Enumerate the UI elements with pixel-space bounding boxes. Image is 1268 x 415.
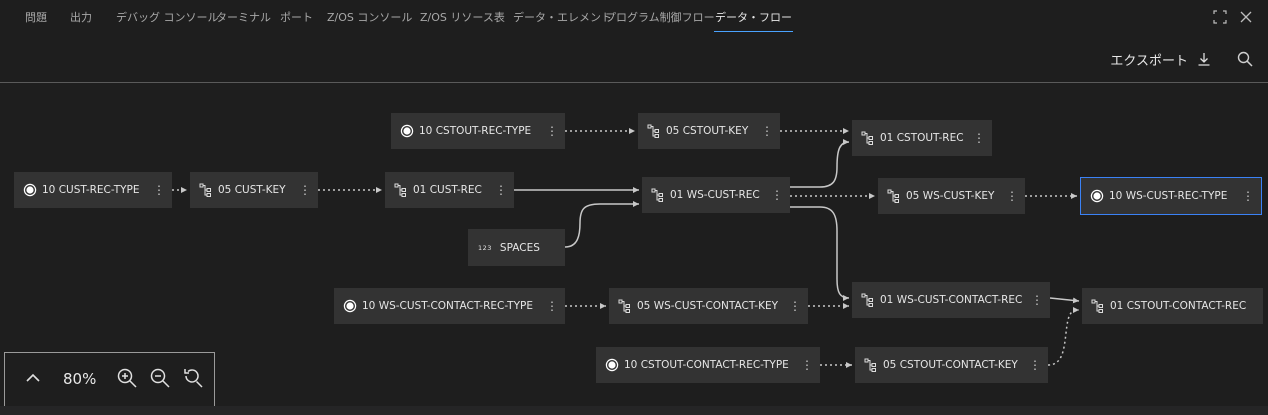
flow-node[interactable]: 01 CSTOUT-CONTACT-REC [1082,288,1263,324]
flow-node[interactable]: 10 WS-CUST-CONTACT-REC-TYPE ⋮ [334,288,565,324]
flow-node[interactable]: 10 CSTOUT-REC-TYPE ⋮ [391,113,565,149]
export-label: エクスポート [1110,53,1188,69]
search-icon[interactable] [1236,50,1254,68]
tree-icon [618,299,630,313]
tab-problems[interactable]: 問題 [25,11,47,24]
tab-debug-console[interactable]: デバッグ コンソール [116,11,219,24]
node-label: 10 CSTOUT-REC-TYPE [419,125,532,137]
edge-n10-n7 [564,201,639,248]
radio-icon [605,358,619,372]
tab-zos-resource-table[interactable]: Z/OS リソース表 [420,11,505,24]
more-options-icon[interactable]: ⋮ [546,124,558,138]
more-options-icon[interactable]: ⋮ [1031,293,1043,307]
zoom-level: 80% [63,370,97,388]
more-options-icon[interactable]: ⋮ [1242,189,1254,203]
zoom-in-icon[interactable] [115,366,139,390]
more-options-icon[interactable]: ⋮ [801,358,813,372]
more-options-icon[interactable]: ⋮ [789,299,801,313]
data-flow-canvas[interactable]: 10 CUST-REC-TYPE ⋮ 05 CUST-KEY ⋮ 01 CUST… [0,83,1268,415]
flow-node[interactable]: 05 CSTOUT-KEY ⋮ [638,113,780,149]
tree-icon [1091,299,1103,313]
flow-node[interactable]: 05 CSTOUT-CONTACT-KEY ⋮ [855,347,1048,383]
edge-n7-n6 [790,139,850,188]
more-options-icon[interactable]: ⋮ [973,131,985,145]
zoom-out-icon[interactable] [148,366,172,390]
edge-n7-n13 [790,206,850,301]
number-icon: 123 [478,243,492,252]
radio-icon [343,299,357,313]
tree-icon [199,183,211,197]
flow-edges [172,128,1080,368]
tree-icon [864,358,876,372]
flow-node[interactable]: 01 CSTOUT-REC ⋮ [852,120,992,156]
node-label: 10 WS-CUST-REC-TYPE [1109,190,1228,202]
tree-icon [861,293,873,307]
node-label: 05 WS-CUST-CONTACT-KEY [637,300,779,312]
flow-node[interactable]: 05 WS-CUST-KEY ⋮ [878,178,1025,214]
node-label: 10 CSTOUT-CONTACT-REC-TYPE [624,359,789,371]
edge-n13-n14 [1049,297,1080,304]
node-label: 01 CUST-REC [413,184,482,196]
tree-icon [647,124,659,138]
tree-icon [651,188,663,202]
more-options-icon[interactable]: ⋮ [153,183,165,197]
flow-node[interactable]: 10 CUST-REC-TYPE ⋮ [14,172,172,208]
more-options-icon[interactable]: ⋮ [495,183,507,197]
node-label: SPACES [499,241,540,254]
more-options-icon[interactable]: ⋮ [546,299,558,313]
node-label: 05 CSTOUT-KEY [666,125,749,137]
export-button[interactable]: エクスポート [1110,36,1212,82]
edge-n16-n14 [1047,307,1080,366]
more-options-icon[interactable]: ⋮ [1006,189,1018,203]
data-flow-toolbar: エクスポート [0,36,1268,83]
node-label: 01 WS-CUST-CONTACT-REC [880,294,1023,306]
node-label: 01 CSTOUT-REC [880,132,964,144]
tab-data-flow[interactable]: データ・フロー [714,0,793,36]
tree-icon [394,183,406,197]
tree-icon [887,189,899,203]
node-label: 10 CUST-REC-TYPE [42,184,140,196]
flow-node[interactable]: 01 WS-CUST-REC ⋮ [642,177,790,213]
flow-node[interactable]: 10 CSTOUT-CONTACT-REC-TYPE ⋮ [596,347,820,383]
tab-terminal[interactable]: ターミナル [216,11,271,24]
radio-icon [1090,189,1104,203]
node-label: 01 WS-CUST-REC [670,189,760,201]
node-label: 05 CUST-KEY [218,184,286,196]
panel-tab-bar: 問題 出力 デバッグ コンソール ターミナル ポート Z/OS コンソール Z/… [0,0,1268,36]
panel-bottom-edge [0,406,1268,415]
close-icon[interactable] [1238,9,1254,25]
node-label: 05 CSTOUT-CONTACT-KEY [883,359,1018,371]
radio-icon [23,183,37,197]
maximize-icon[interactable] [1212,9,1228,25]
flow-node-selected[interactable]: 10 WS-CUST-REC-TYPE ⋮ [1080,177,1262,215]
radio-icon [400,124,414,138]
node-label: 01 CSTOUT-CONTACT-REC [1110,300,1247,312]
zoom-controls: 80% [4,352,215,410]
node-label: 10 WS-CUST-CONTACT-REC-TYPE [362,300,533,312]
download-icon [1198,53,1210,66]
more-options-icon[interactable]: ⋮ [1029,358,1041,372]
tab-program-control-flow[interactable]: プログラム制御フロー [605,11,715,24]
more-options-icon[interactable]: ⋮ [771,188,783,202]
flow-node[interactable]: 123 SPACES [468,229,565,266]
flow-node[interactable]: 01 WS-CUST-CONTACT-REC ⋮ [852,282,1050,318]
tab-data-element[interactable]: データ・エレメント [513,11,612,24]
flow-node[interactable]: 05 CUST-KEY ⋮ [190,172,318,208]
reset-zoom-icon[interactable] [181,366,205,390]
flow-node[interactable]: 05 WS-CUST-CONTACT-KEY ⋮ [609,288,808,324]
flow-node[interactable]: 01 CUST-REC ⋮ [385,172,514,208]
tab-ports[interactable]: ポート [280,11,313,24]
tab-zos-console[interactable]: Z/OS コンソール [327,11,413,24]
tab-output[interactable]: 出力 [70,11,92,24]
tree-icon [861,131,873,145]
more-options-icon[interactable]: ⋮ [299,183,311,197]
chevron-up-icon[interactable] [21,366,45,390]
node-label: 05 WS-CUST-KEY [906,190,995,202]
more-options-icon[interactable]: ⋮ [761,124,773,138]
